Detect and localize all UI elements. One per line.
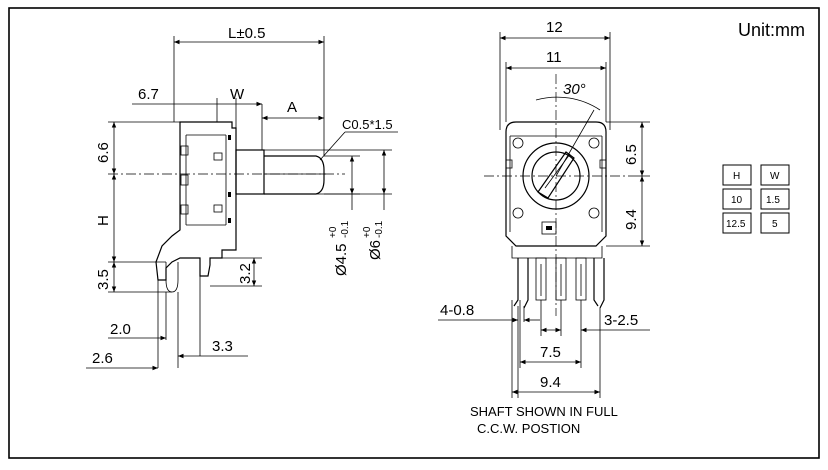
- h-table-row-1: 10: [731, 195, 743, 206]
- dim-2-6-label: 2.6: [92, 350, 113, 367]
- front-view: [484, 74, 628, 316]
- dim-6-7-label: 6.7: [138, 86, 159, 103]
- dim-2-0-label: 2.0: [110, 321, 131, 338]
- side-view: [108, 121, 345, 293]
- h-table-header: H: [733, 171, 740, 182]
- dim-9-4-horizontal-label: 9.4: [540, 374, 561, 391]
- front-view-dimensions: 12 11 30° 6.5 9.4 4-0.8 3-2.5: [438, 19, 650, 398]
- pin-pitch-label: 3-2.5: [604, 312, 638, 329]
- dim-11-label: 11: [546, 49, 562, 66]
- dim-h-label: H: [95, 215, 112, 226]
- dim-3-5-label: 3.5: [95, 269, 112, 290]
- shaft-tol-2-upper: +0: [362, 226, 373, 238]
- shaft-tol-1-upper: +0: [328, 226, 339, 238]
- w-table-header: W: [770, 171, 780, 182]
- dim-6-5-label: 6.5: [623, 144, 640, 165]
- h-table: H 10 12.5: [722, 164, 752, 234]
- dim-12-label: 12: [546, 19, 563, 36]
- drawing-frame: [8, 7, 820, 459]
- dim-a-label: A: [287, 99, 297, 116]
- note-line-1: SHAFT SHOWN IN FULL: [470, 404, 618, 419]
- dim-w-label: W: [230, 86, 245, 103]
- dim-3-3-label: 3.3: [212, 338, 233, 355]
- h-table-row-2: 12.5: [726, 219, 746, 230]
- length-label: L±0.5: [228, 25, 265, 42]
- w-table-row-2: 5: [772, 219, 778, 230]
- pin-dia-label: 4-0.8: [440, 302, 474, 319]
- w-table: W 1.5 5: [760, 164, 790, 234]
- chamfer-label: C0.5*1.5: [342, 117, 393, 132]
- shaft-tol-1-lower: -0.1: [340, 220, 351, 238]
- dim-3-2-label: 3.2: [237, 263, 254, 284]
- unit-label: Unit:mm: [738, 20, 805, 40]
- w-table-row-1: 1.5: [766, 195, 780, 206]
- note-line-2: C.C.W. POSTION: [477, 421, 580, 436]
- shaft-tol-2-lower: -0.1: [374, 220, 385, 238]
- side-view-dimensions: L±0.5 6.7 W A C0.5*1.5 6.6 H 3.5 3.: [86, 25, 398, 371]
- shaft-dia-2-label: Ø6: [367, 240, 384, 260]
- shaft-dia-1-label: Ø4.5: [333, 243, 350, 276]
- dim-6-6-label: 6.6: [95, 142, 112, 163]
- dim-7-5-label: 7.5: [540, 344, 561, 361]
- dim-9-4-vertical-label: 9.4: [623, 209, 640, 230]
- angle-label: 30°: [563, 81, 586, 98]
